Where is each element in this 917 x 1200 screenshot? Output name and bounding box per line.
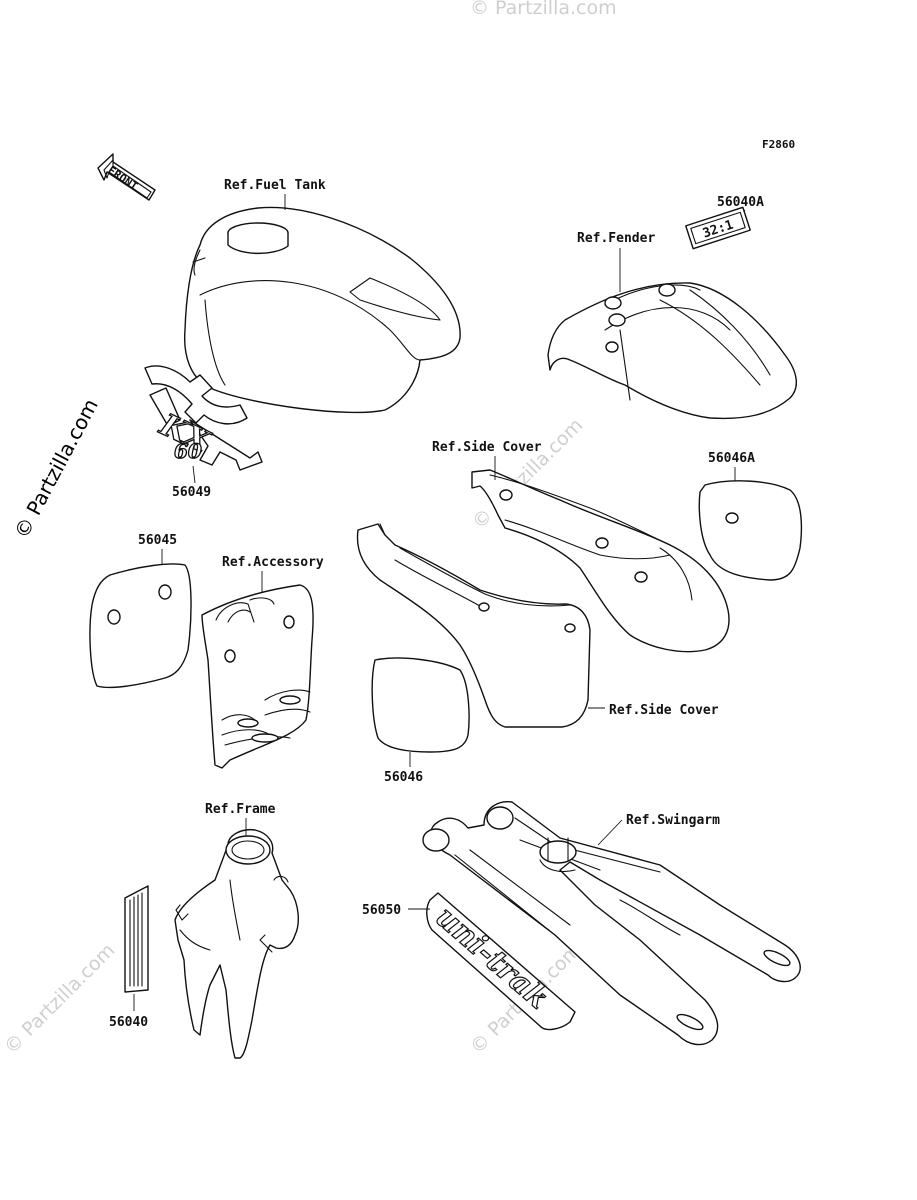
part-56040A: 56040A (717, 195, 764, 210)
number-plate-accessory (201, 584, 314, 769)
label-fuel-tank: Ref.Fuel Tank (224, 178, 326, 193)
side-cover-lower (356, 523, 591, 728)
kx-emblem-decal: KX 60 (144, 365, 263, 471)
label-side-cover-lower: Ref.Side Cover (609, 703, 719, 718)
part-56040: 56040 (109, 1015, 148, 1030)
part-56045: 56045 (138, 533, 177, 548)
front-arrow-icon: FRONT (97, 153, 156, 201)
part-56049: 56049 (172, 485, 211, 500)
part-56046: 56046 (384, 770, 423, 785)
label-side-cover-upper: Ref.Side Cover (432, 440, 542, 455)
figure-code: F2860 (762, 138, 795, 151)
watermark-top: © Partzilla.com (470, 0, 617, 19)
watermark-main: © Partzilla.com (9, 395, 103, 543)
side-cover-upper (471, 469, 730, 653)
swingarm (422, 801, 801, 1046)
leader-56049 (192, 465, 196, 484)
decal-stripes (129, 892, 143, 987)
fuel-tank (183, 206, 461, 414)
side-decal-56046 (371, 657, 470, 753)
side-decal-56046A (698, 480, 803, 581)
part-56046A: 56046A (708, 451, 755, 466)
frame (174, 828, 299, 1059)
part-56050: 56050 (362, 903, 401, 918)
rear-fender (547, 282, 797, 420)
ratio-decal: 32:1 (685, 206, 751, 250)
label-fender: Ref.Fender (577, 231, 655, 246)
label-accessory: Ref.Accessory (222, 555, 324, 570)
frame-decal-56040 (124, 885, 149, 993)
label-frame: Ref.Frame (205, 802, 276, 817)
emblem-number: 60 (174, 439, 202, 463)
label-swingarm: Ref.Swingarm (626, 813, 720, 828)
leader-swingarm (597, 819, 623, 846)
plate-decal-56045 (89, 563, 192, 689)
watermark-bottom-left: © Partzilla.com (0, 939, 119, 1058)
